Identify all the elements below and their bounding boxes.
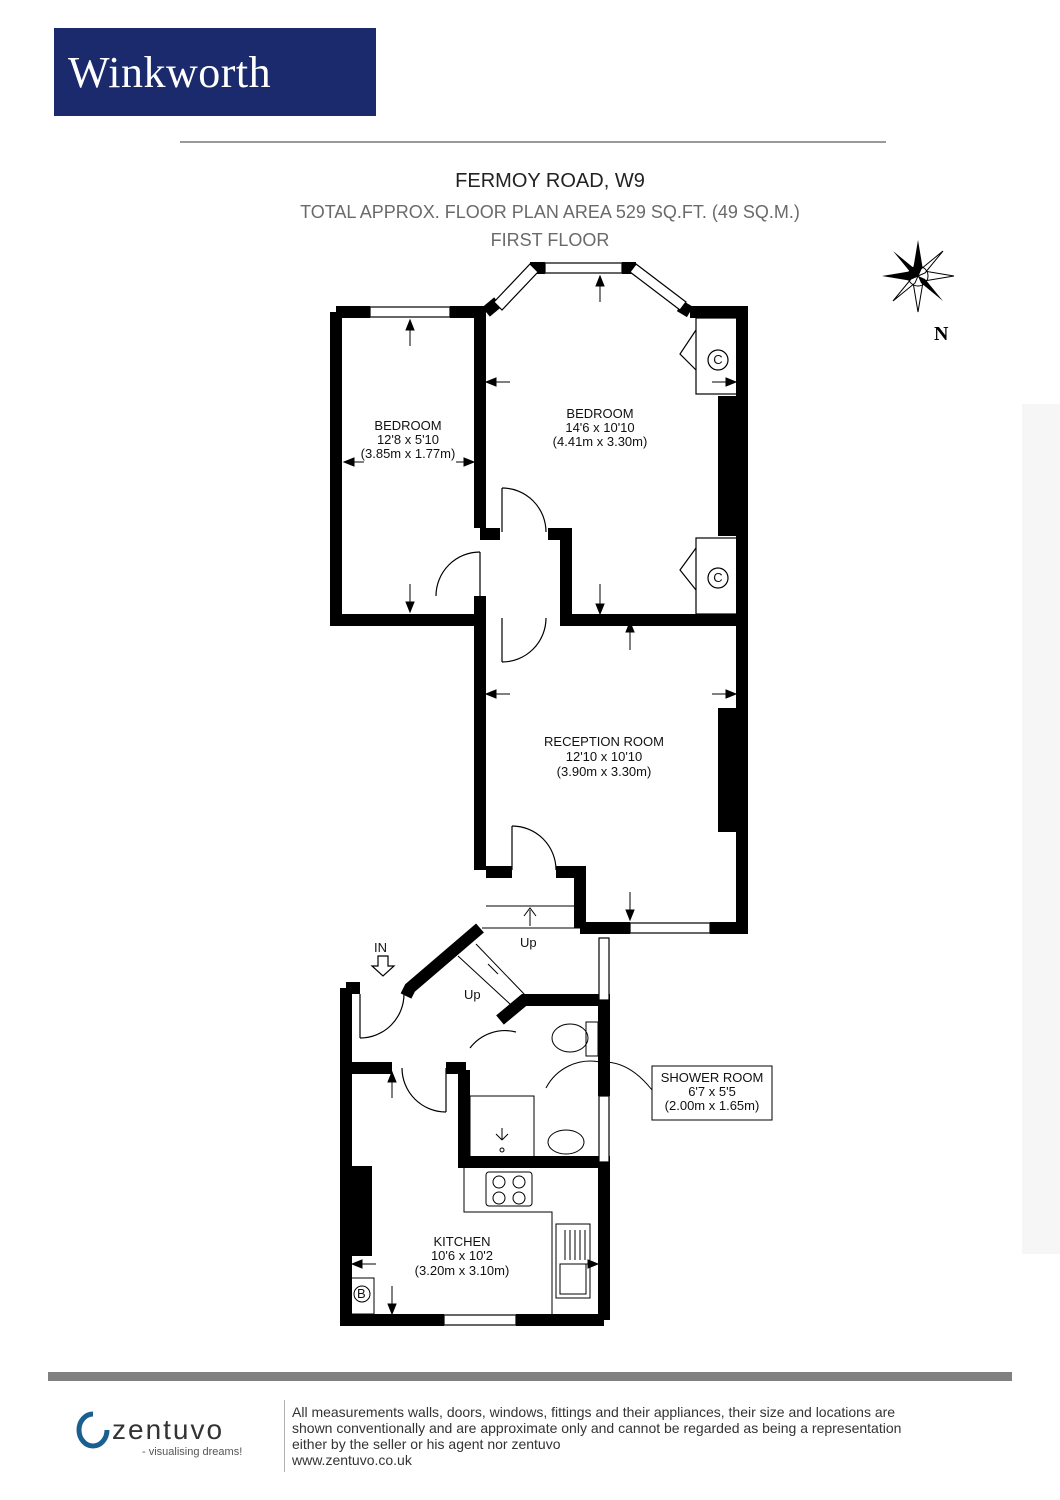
entrance-label: IN bbox=[374, 940, 387, 955]
door-entrance bbox=[359, 993, 405, 1039]
compass-rose-icon bbox=[882, 240, 955, 313]
basin-icon bbox=[547, 1129, 585, 1155]
shower-head-icon bbox=[495, 1128, 509, 1141]
footer-divider bbox=[284, 1400, 285, 1472]
boiler-label: B bbox=[357, 1286, 366, 1301]
bedroom1-name: BEDROOM bbox=[374, 418, 441, 433]
toilet-icon bbox=[551, 1023, 589, 1053]
shower-metric: (2.00m x 1.65m) bbox=[665, 1098, 760, 1113]
zentuvo-brand: zentuvo bbox=[112, 1414, 225, 1445]
bedroom1-imperial: 12'8 x 5'10 bbox=[377, 432, 439, 447]
floor-level: FIRST FLOOR bbox=[490, 230, 610, 250]
kitchen-counter bbox=[463, 1166, 553, 1316]
room-labels: BEDROOM 12'8 x 5'10 (3.85m x 1.77m) BEDR… bbox=[361, 406, 764, 1278]
window-reception bbox=[629, 922, 711, 934]
disclaimer: All measurements walls, doors, windows, … bbox=[292, 1404, 972, 1468]
door-bedroom2 bbox=[501, 487, 547, 533]
window-shower bbox=[598, 1095, 610, 1163]
shower-tray bbox=[469, 1095, 535, 1159]
entrance-arrow-icon bbox=[370, 955, 396, 977]
cupboard-marker-2 bbox=[707, 567, 729, 589]
wall-shower-bottom bbox=[458, 1070, 610, 1320]
window-landing bbox=[598, 937, 610, 1001]
cupboard-label-1: C bbox=[713, 352, 722, 367]
wall-bedroom2-right bbox=[548, 306, 748, 626]
door-bedroom1 bbox=[435, 551, 481, 597]
kitchen-name: KITCHEN bbox=[433, 1234, 490, 1249]
brand-name: Winkworth bbox=[68, 47, 272, 97]
bedroom2-name: BEDROOM bbox=[566, 406, 633, 421]
door-kitchen bbox=[401, 1067, 447, 1113]
wall-bedroom1-outer bbox=[330, 312, 480, 626]
bedroom2-imperial: 14'6 x 10'10 bbox=[565, 420, 634, 435]
door-reception bbox=[501, 617, 547, 663]
disclaimer-line-3: either by the seller or his agent nor ze… bbox=[292, 1436, 561, 1452]
wall-shower-top bbox=[496, 994, 610, 1096]
cupboard-upper bbox=[695, 317, 739, 395]
page-edge-strip bbox=[1022, 404, 1060, 1254]
footer-bar bbox=[48, 1372, 1012, 1381]
window-bay-front bbox=[544, 262, 623, 274]
property-address: FERMOY ROAD, W9 bbox=[455, 170, 645, 192]
window-bedroom1 bbox=[369, 306, 451, 318]
window-bay-right bbox=[629, 263, 687, 311]
shower-name: SHOWER ROOM bbox=[661, 1070, 764, 1085]
cupboard-label-2: C bbox=[713, 570, 722, 585]
kitchen-metric: (3.20m x 3.10m) bbox=[415, 1263, 510, 1278]
window-bay-left bbox=[493, 263, 539, 311]
reception-name: RECEPTION ROOM bbox=[544, 734, 664, 749]
wall-kitchen-left bbox=[340, 988, 444, 1326]
zentuvo-logo-icon bbox=[76, 1411, 110, 1449]
header-divider bbox=[180, 141, 886, 143]
window-kitchen bbox=[443, 1314, 517, 1326]
hob-icon bbox=[485, 1171, 533, 1207]
wall-stair-diagonal bbox=[400, 923, 484, 999]
reception-metric: (3.90m x 3.30m) bbox=[557, 764, 652, 779]
shower-callout-leader bbox=[603, 1061, 653, 1091]
brand-logo: Winkworth bbox=[54, 28, 376, 116]
website-link[interactable]: www.zentuvo.co.uk bbox=[292, 1452, 412, 1468]
cupboard-lower bbox=[695, 537, 739, 615]
kitchen-imperial: 10'6 x 10'2 bbox=[431, 1248, 493, 1263]
shower-callout-box bbox=[651, 1065, 773, 1121]
door-shower bbox=[469, 1030, 517, 1049]
door-reception-lower bbox=[511, 825, 557, 871]
stairs-up-label-1: Up bbox=[520, 935, 537, 950]
chimney-breast-reception bbox=[718, 708, 742, 832]
disclaimer-line-1: All measurements walls, doors, windows, … bbox=[292, 1404, 896, 1420]
shower-door-arc bbox=[545, 1060, 601, 1089]
cupboard-marker-1 bbox=[707, 349, 729, 371]
bedroom2-metric: (4.41m x 3.30m) bbox=[553, 434, 648, 449]
chimney-breast-kitchen bbox=[352, 1166, 372, 1256]
compass-north-label: N bbox=[934, 323, 949, 345]
stairs-up-label-2: Up bbox=[464, 987, 481, 1002]
shower-imperial: 6'7 x 5'5 bbox=[688, 1084, 736, 1099]
boiler-box bbox=[349, 1277, 375, 1315]
disclaimer-line-2: shown conventionally and are approximate… bbox=[292, 1420, 902, 1436]
stairs bbox=[457, 905, 600, 1005]
bedroom1-metric: (3.85m x 1.77m) bbox=[361, 446, 456, 461]
reception-imperial: 12'10 x 10'10 bbox=[566, 749, 643, 764]
zentuvo-tagline: - visualising dreams! bbox=[142, 1446, 243, 1458]
floor-area: TOTAL APPROX. FLOOR PLAN AREA 529 SQ.FT.… bbox=[300, 202, 800, 222]
chimney-breast-bedroom bbox=[718, 396, 742, 536]
wall-reception-bottom bbox=[556, 866, 586, 928]
